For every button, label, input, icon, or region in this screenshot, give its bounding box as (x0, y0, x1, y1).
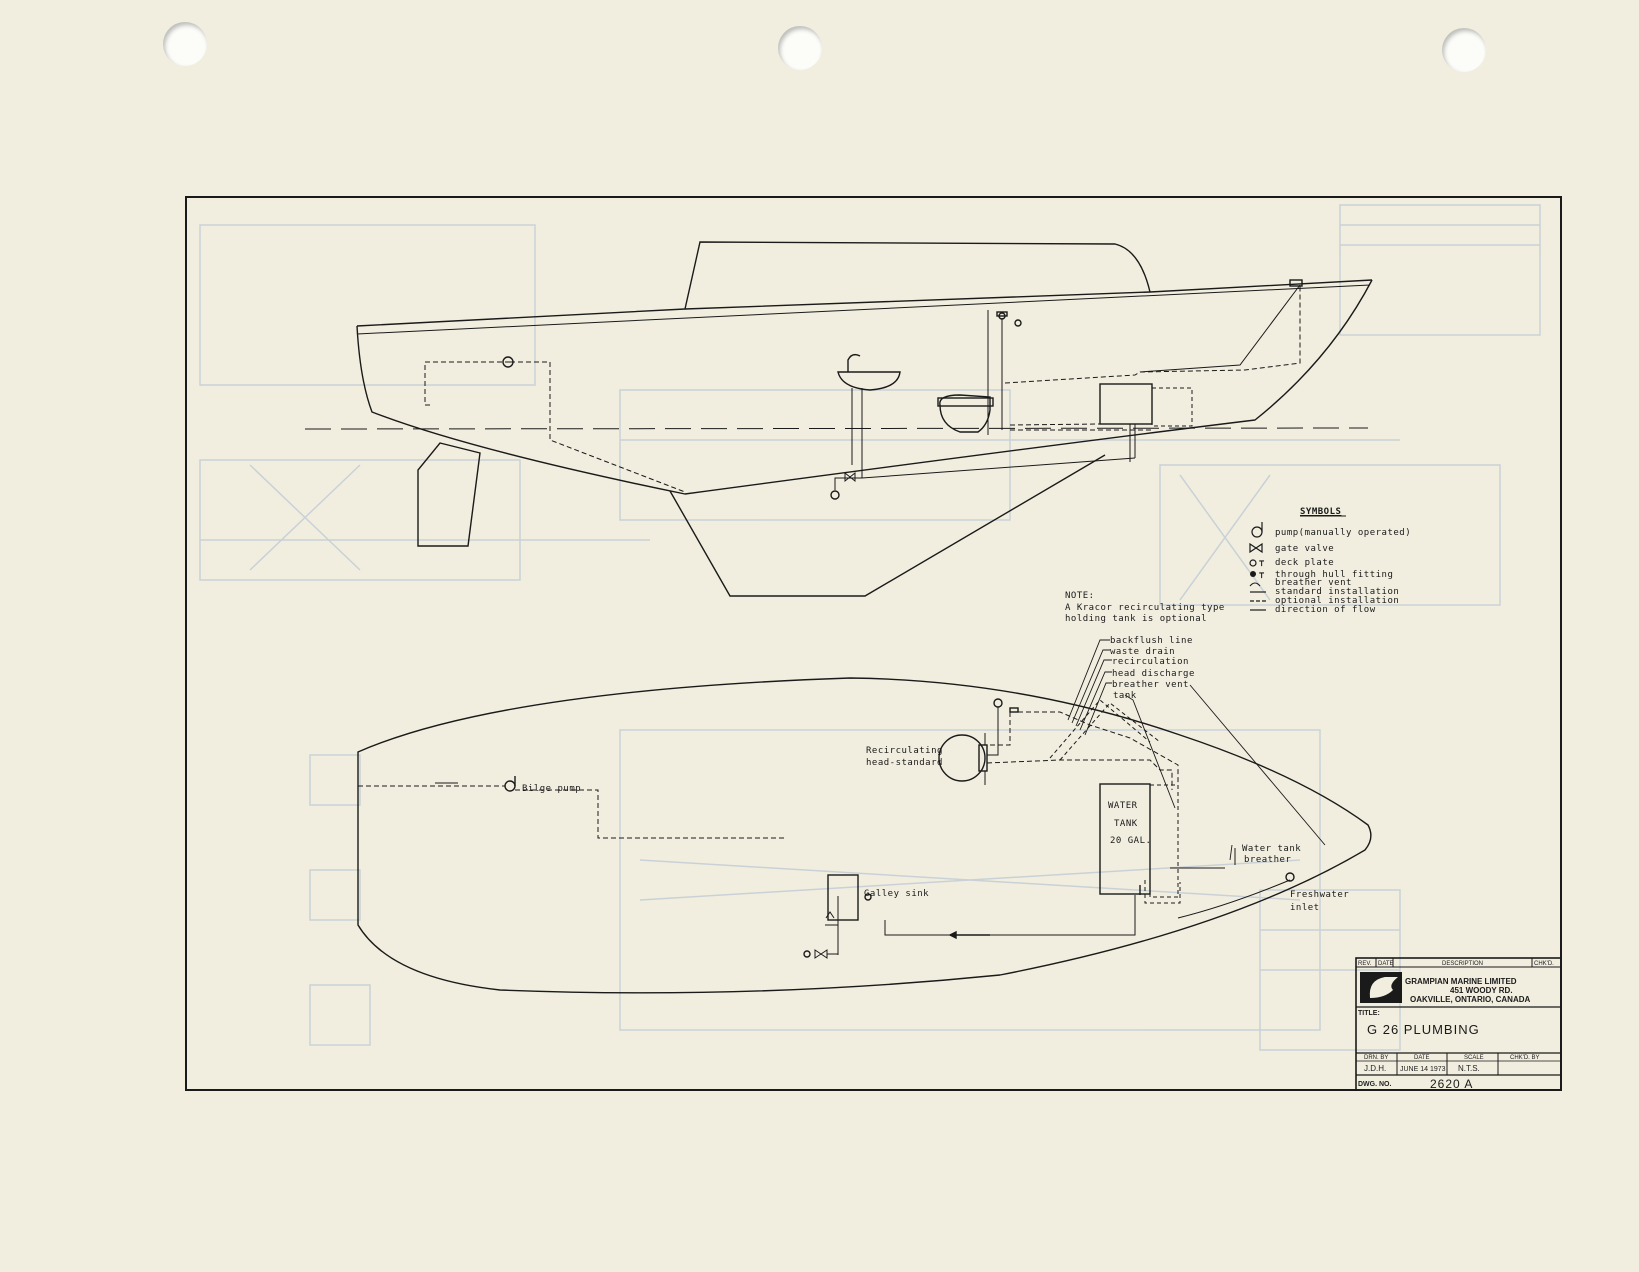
tb-chkd-header: CHK'D. (1534, 961, 1554, 967)
bilge-line-profile (424, 361, 686, 493)
deck-plate-plan-icon (993, 698, 1003, 708)
punch-hole-left (163, 22, 207, 66)
symbol-label-standard: standard installation (1275, 587, 1399, 597)
note-block: NOTE: A Kracor recirculating type holdin… (1065, 591, 1225, 624)
cabin-outline (684, 241, 1151, 310)
symbol-label-optional: optional installation (1275, 596, 1399, 606)
tb-date-label: DATE (1414, 1055, 1430, 1061)
tb-description-header: DESCRIPTION (1442, 961, 1483, 967)
gate-valve-profile-icon (844, 471, 856, 483)
tb-drn-by: J.D.H. (1364, 1064, 1386, 1073)
title-block: REV. DATE DESCRIPTION CHK'D. GRAMPIAN MA… (1355, 957, 1562, 1091)
bilge-pump-profile-icon (502, 356, 514, 368)
callout-recirculation: recirculation (1112, 657, 1189, 667)
holding-tank-plan (1149, 784, 1179, 898)
gate-valve-plan-icon (814, 949, 828, 959)
recirculating-head-icon (938, 734, 986, 782)
callout-galley-sink: Galley sink (864, 889, 929, 899)
callout-water-tank-breather-2: breather (1244, 855, 1291, 865)
galley-sink-profile (837, 371, 901, 391)
symbol-label-deck-plate: deck plate (1275, 558, 1334, 568)
drawing-border (185, 196, 1562, 1091)
drawing-title: G 26 PLUMBING (1367, 1022, 1480, 1037)
hull-profile (356, 279, 1373, 495)
faucet-profile (847, 353, 861, 372)
callout-freshwater-1: Freshwater (1290, 890, 1349, 900)
tb-title-label: TITLE: (1358, 1010, 1380, 1017)
freshwater-inlet-icon (1285, 872, 1295, 882)
tb-date-header: DATE (1378, 961, 1394, 967)
tb-chkd-by-label: CHK'D. BY (1510, 1055, 1539, 1061)
keel-outline (669, 454, 1106, 597)
vent-profile-icon (1014, 319, 1022, 327)
bilge-pump-plan-icon (504, 780, 516, 792)
holding-tank-profile (1099, 383, 1153, 425)
breather-vent-symbol-icon (1249, 582, 1261, 587)
note-heading: NOTE: (1065, 591, 1095, 601)
optional-tank-profile (1151, 387, 1193, 427)
plan-view (357, 639, 1372, 994)
deck-line (356, 279, 1373, 327)
hull-plan-outline (357, 677, 1372, 994)
sheer-line (356, 284, 1371, 335)
tb-dwg-no: 2620 A (1430, 1077, 1473, 1091)
sink-drain-profile (834, 477, 862, 490)
tb-company-city: OAKVILLE, ONTARIO, CANADA (1410, 995, 1531, 1004)
symbol-label-breather: breather vent (1275, 578, 1352, 588)
ghost-background-drawing (199, 204, 1541, 1051)
note-line-1: A Kracor recirculating type (1065, 603, 1225, 613)
tb-rev-header: REV. (1358, 961, 1372, 967)
svg-text:⊤: ⊤ (1259, 571, 1265, 581)
through-hull-symbol-icon (1250, 571, 1256, 577)
tb-drn-by-label: DRN. BY (1364, 1055, 1388, 1061)
profile-view (304, 241, 1373, 597)
callout-freshwater-2: inlet (1290, 903, 1320, 913)
tb-scale: N.T.S. (1458, 1064, 1480, 1073)
callout-head-discharge: head discharge (1112, 669, 1195, 679)
symbol-label-through-hull: through hull fitting (1275, 570, 1393, 580)
grampian-logo (1360, 972, 1402, 1003)
water-tank-label-1: WATER (1108, 801, 1138, 811)
symbol-label-flow: direction of flow (1275, 605, 1376, 615)
rudder-outline (417, 442, 481, 547)
symbol-label-gate-valve: gate valve (1275, 544, 1334, 554)
tb-dwg-no-label: DWG. NO. (1358, 1081, 1391, 1088)
bilge-line-plan (358, 785, 785, 839)
flow-arrow-icon (948, 930, 957, 940)
symbol-label-pump: pump(manually operated) (1275, 528, 1411, 538)
symbols-heading: SYMBOLS (1300, 507, 1341, 517)
callout-breather-vent: breather vent (1112, 680, 1189, 690)
punch-hole-center (778, 26, 822, 70)
water-tank-label-2: TANK (1114, 819, 1138, 829)
callout-waste-drain: waste drain (1110, 647, 1175, 657)
note-line-2: holding tank is optional (1065, 614, 1207, 624)
pump-symbol-icon (1251, 526, 1263, 538)
gate-valve-symbol-icon (1249, 542, 1263, 554)
water-tank-label-3: 20 GAL. (1110, 836, 1151, 846)
deck-plate-symbol-icon (1249, 559, 1257, 567)
symbols-legend: SYMBOLS pump(manually operated) gate val… (1249, 507, 1411, 615)
waterline (304, 427, 1369, 430)
galley-sink-plan (827, 874, 859, 921)
punch-hole-right (1442, 28, 1486, 72)
plan-callouts: backflush line waste drain recirculation… (522, 636, 1349, 913)
tb-date-value: JUNE 14 1973 (1400, 1066, 1446, 1073)
callout-tank: tank (1113, 691, 1137, 701)
through-hull-sink-icon (830, 490, 840, 500)
through-hull-plan-icon (803, 950, 811, 958)
tb-scale-label: SCALE (1464, 1055, 1484, 1061)
callout-backflush: backflush line (1110, 636, 1193, 646)
callout-bilge-pump: Bilge pump (522, 784, 581, 794)
callout-water-tank-breather-1: Water tank (1242, 844, 1301, 854)
svg-text:⊤: ⊤ (1259, 559, 1265, 569)
head-profile (939, 394, 991, 433)
callout-recirc-head-2: head-standard (866, 758, 943, 768)
tb-company-address: 451 WOODY RD. (1450, 986, 1513, 995)
tb-company-name: GRAMPIAN MARINE LIMITED (1405, 977, 1517, 986)
callout-recirc-head-1: Recirculating (866, 746, 943, 756)
